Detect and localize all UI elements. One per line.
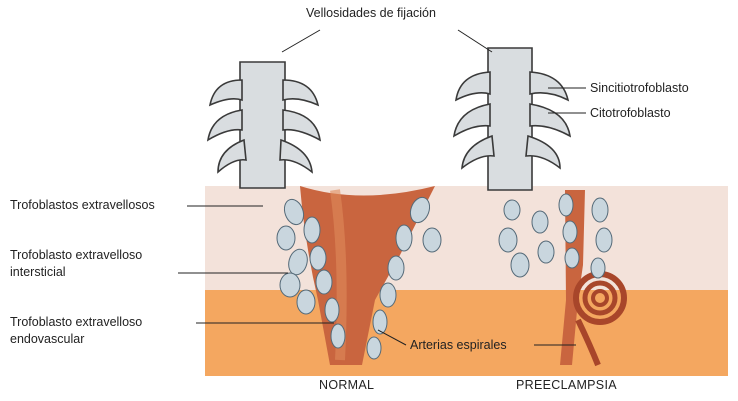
label-interstitial-line1: Trofoblasto extravelloso <box>10 248 142 263</box>
label-endovascular-line1: Trofoblasto extravelloso <box>10 315 142 330</box>
caption-preeclampsia: PREECLAMPSIA <box>516 378 617 392</box>
label-spiral-arteries: Arterias espirales <box>410 338 507 353</box>
preeclampsia-anchoring-villus <box>454 48 570 190</box>
label-interstitial-line2: intersticial <box>10 265 66 280</box>
label-cytotrophoblast: Citotrofoblasto <box>590 106 671 121</box>
normal-anchoring-villus <box>208 62 320 188</box>
caption-normal: NORMAL <box>319 378 374 392</box>
myometrium-layer <box>205 290 728 376</box>
label-extravillous-trophoblasts: Trofoblastos extravellosos <box>10 198 155 213</box>
label-syncytiotrophoblast: Sincitiotrofoblasto <box>590 81 689 96</box>
label-anchoring-villi: Vellosidades de fijación <box>306 6 436 21</box>
label-endovascular-line2: endovascular <box>10 332 84 347</box>
